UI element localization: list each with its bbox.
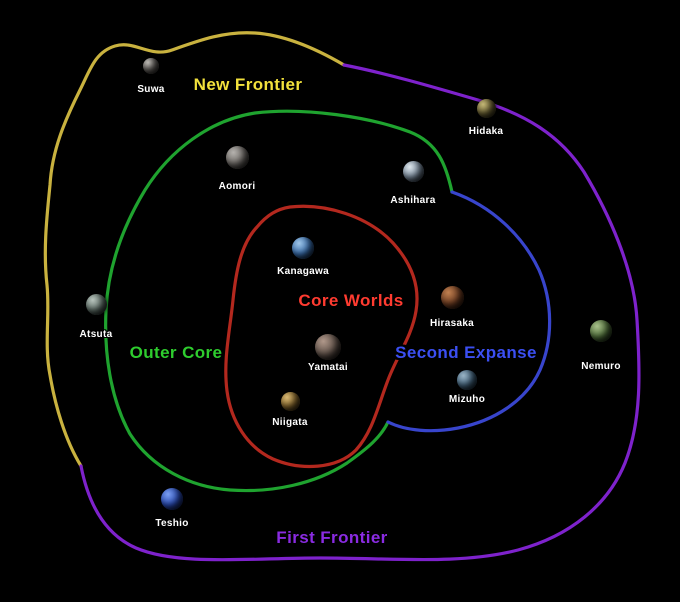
region-border-outer-core [104, 109, 454, 493]
region-border-second-expanse [386, 190, 552, 433]
region-border-new-frontier [43, 31, 346, 468]
region-border-core-worlds [224, 204, 419, 469]
region-border-first-frontier [79, 63, 641, 562]
